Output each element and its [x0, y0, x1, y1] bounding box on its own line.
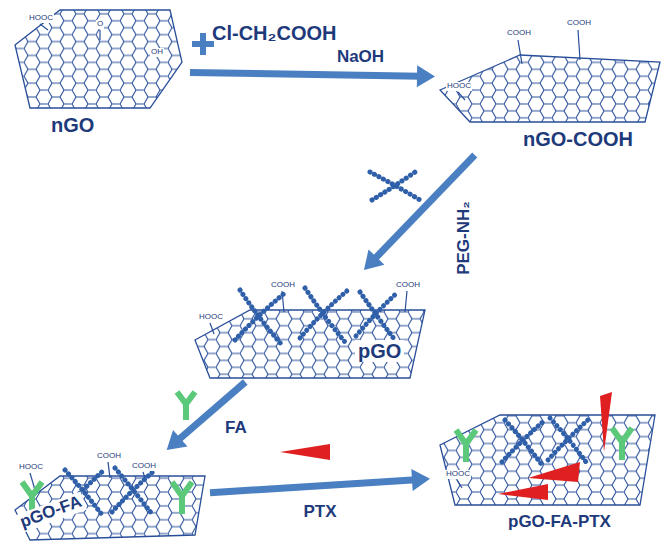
group-label: HOOC — [445, 470, 471, 479]
reagent-label: Cl-CH₂COOH — [212, 22, 336, 44]
group-label: HOOC — [198, 313, 224, 322]
group-label: COOH — [506, 29, 532, 38]
reaction-arrow — [210, 469, 430, 493]
compound-label: nGO-COOH — [520, 128, 636, 150]
arrow-head — [411, 469, 430, 491]
compound-label: nGO — [48, 114, 97, 136]
plus-sign — [192, 33, 214, 55]
group-label: COOH — [131, 462, 157, 471]
group-label: COOH — [96, 452, 122, 461]
group-label: COOH — [566, 19, 592, 28]
arrow-head — [417, 65, 435, 87]
group-label: COOH — [270, 281, 296, 290]
compound-label: pGO-FA-PTX — [505, 513, 614, 532]
compound-node: pGO — [190, 270, 430, 382]
reagent-label: FA — [225, 419, 247, 438]
graphene-sheet — [15, 10, 660, 540]
group-label: OH — [150, 48, 164, 57]
compound-label: pGO — [355, 340, 404, 362]
group-label: O — [96, 20, 104, 29]
reaction-arrow — [190, 65, 435, 87]
arrow-shaft — [210, 480, 416, 493]
reagent-label: PTX — [303, 502, 336, 521]
folic-acid-icon — [22, 392, 632, 514]
arrow-shaft — [190, 73, 421, 77]
peg-chain — [62, 170, 590, 515]
arrow-head — [167, 430, 188, 450]
compound-node: nGO-COOH — [435, 2, 662, 155]
compound-label: pGO-FA — [15, 492, 87, 534]
reagent-label: NaOH — [337, 47, 384, 66]
group-label: HOOC — [446, 82, 472, 91]
group-label: HOOC — [28, 14, 54, 23]
arrow-head — [364, 249, 384, 270]
reaction-arrow — [167, 382, 246, 450]
bond-line — [30, 24, 580, 490]
reagent-label: PEG-NH₂ — [455, 201, 474, 275]
group-label: HOOC — [18, 463, 44, 472]
group-label: COOH — [395, 281, 421, 290]
